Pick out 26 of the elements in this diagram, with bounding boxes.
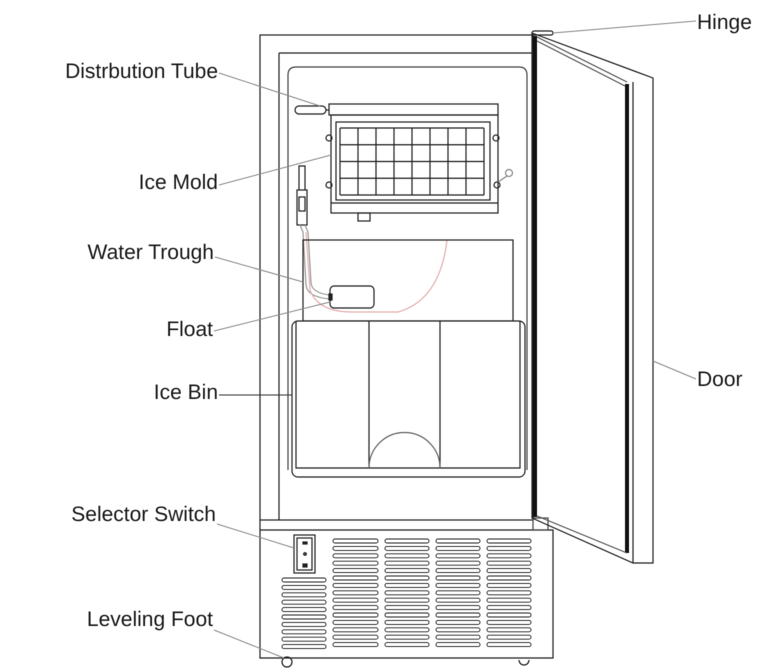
part-label: Leveling Foot (86, 608, 213, 632)
ice-bin (291, 320, 526, 478)
leader-line (214, 630, 284, 658)
part-label: Distrbution Tube (65, 60, 218, 84)
leader-line (218, 394, 292, 396)
part-label: Hinge (697, 11, 752, 35)
leader-line (214, 302, 330, 332)
leader-line (216, 524, 294, 548)
part-label: Ice Bin (154, 381, 218, 405)
leader-line (214, 256, 304, 282)
float (328, 285, 375, 309)
part-label: Selector Switch (71, 503, 216, 527)
leader-line (218, 154, 332, 186)
leader-line (218, 72, 320, 106)
part-label: Door (697, 368, 743, 392)
leader-line (652, 360, 696, 380)
leveling-foot (281, 656, 293, 668)
door-panel (531, 32, 654, 564)
part-label: Water Trough (88, 241, 214, 265)
selector-switch (293, 534, 316, 574)
leader-line (552, 20, 696, 34)
part-label: Float (166, 318, 213, 342)
distribution-tube (294, 105, 329, 115)
ice-mold (325, 103, 514, 222)
hinge-plate (531, 30, 554, 36)
part-label: Ice Mold (138, 171, 218, 195)
